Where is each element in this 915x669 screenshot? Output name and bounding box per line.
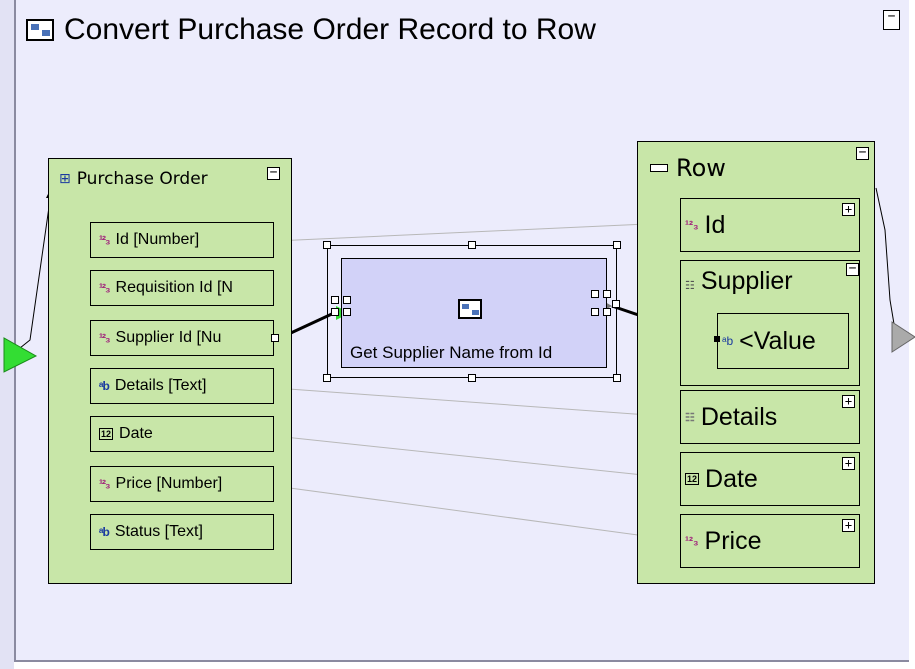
function-output-port-handle[interactable] bbox=[591, 308, 599, 316]
text-list-icon: ☷ bbox=[685, 280, 695, 292]
function-output-port-handle[interactable] bbox=[603, 308, 611, 316]
function-output-port-handle[interactable] bbox=[591, 290, 599, 298]
row-icon bbox=[650, 164, 668, 172]
resize-handle-tr[interactable] bbox=[613, 241, 621, 249]
date-type-icon: 12 bbox=[685, 473, 700, 485]
canvas-collapse-button[interactable]: − bbox=[883, 10, 900, 30]
function-input-port-handle[interactable] bbox=[331, 308, 339, 316]
resize-handle-bc[interactable] bbox=[468, 374, 476, 382]
text-list-icon: ☷ bbox=[685, 411, 695, 424]
left-edge-strip bbox=[0, 0, 14, 669]
input-trigger-icon bbox=[3, 337, 38, 373]
number-type-icon: ¹²₃ bbox=[685, 218, 699, 232]
number-type-icon: ¹²₃ bbox=[99, 233, 111, 247]
expand-button[interactable]: + bbox=[842, 395, 855, 408]
supplier-label: ☷Supplier bbox=[685, 267, 793, 295]
number-type-icon: ¹²₃ bbox=[685, 534, 699, 548]
row-collapse-button[interactable]: − bbox=[856, 146, 869, 160]
expand-button[interactable]: + bbox=[842, 203, 855, 216]
mapping-line-date bbox=[274, 435, 691, 481]
resize-handle-tc[interactable] bbox=[468, 241, 476, 249]
mapping-line-details bbox=[274, 387, 691, 419]
row-field-date[interactable]: 12 Date + bbox=[680, 452, 860, 506]
row-field-price[interactable]: ¹²₃ Price + bbox=[680, 514, 860, 568]
date-type-icon: 12 bbox=[99, 428, 114, 440]
row-field-id[interactable]: ¹²₃ Id + bbox=[680, 198, 860, 252]
supplier-value-input-port[interactable] bbox=[714, 336, 720, 342]
number-type-icon: ¹²₃ bbox=[99, 331, 111, 345]
canvas-title-text: Convert Purchase Order Record to Row bbox=[64, 13, 596, 46]
text-type-icon: ᵃb bbox=[99, 379, 110, 393]
supplier-id-output-port[interactable] bbox=[271, 334, 279, 342]
text-type-icon: ᵃb bbox=[99, 525, 110, 539]
record-icon: ⊞ bbox=[59, 171, 71, 187]
resize-handle-bl[interactable] bbox=[323, 374, 331, 382]
supplier-value-field[interactable]: ᵃb <Value bbox=[717, 313, 849, 369]
output-flow-line bbox=[875, 187, 896, 331]
row-title: Row bbox=[676, 154, 726, 182]
output-trigger-icon bbox=[891, 321, 915, 353]
purchase-order-collapse-button[interactable]: − bbox=[267, 166, 280, 180]
resize-handle-tl[interactable] bbox=[323, 241, 331, 249]
function-output-port-handle[interactable] bbox=[603, 290, 611, 298]
mapping-line-price bbox=[274, 485, 691, 543]
row-field-supplier[interactable]: ☷Supplier − ᵃb <Value bbox=[680, 260, 860, 386]
resize-handle-br[interactable] bbox=[613, 374, 621, 382]
number-type-icon: ¹²₃ bbox=[99, 477, 111, 491]
function-icon bbox=[458, 299, 482, 319]
mapping-line-id bbox=[274, 221, 691, 242]
input-flow-line bbox=[9, 199, 51, 357]
function-node[interactable]: Get Supplier Name from Id bbox=[341, 258, 607, 368]
function-label: Get Supplier Name from Id bbox=[350, 343, 553, 362]
row-panel[interactable]: Row − ¹²₃ Id + ☷Supplier − ᵃb <Value ☷ D… bbox=[637, 141, 875, 584]
composite-map-icon bbox=[26, 19, 54, 41]
purchase-order-title: Purchase Order bbox=[76, 169, 208, 189]
expand-button[interactable]: + bbox=[842, 519, 855, 532]
function-input-port-handle[interactable] bbox=[343, 296, 351, 304]
canvas-title: Convert Purchase Order Record to Row bbox=[26, 8, 596, 52]
number-type-icon: ¹²₃ bbox=[99, 281, 111, 295]
expand-button[interactable]: + bbox=[842, 457, 855, 470]
row-header: Row bbox=[650, 154, 726, 182]
purchase-order-header: ⊞ Purchase Order bbox=[59, 169, 208, 189]
mapping-lines bbox=[274, 221, 691, 543]
function-output-port[interactable] bbox=[612, 300, 620, 308]
function-input-port-handle[interactable] bbox=[343, 308, 351, 316]
row-field-details[interactable]: ☷ Details + bbox=[680, 390, 860, 444]
function-input-port-handle[interactable] bbox=[331, 296, 339, 304]
supplier-collapse-button[interactable]: − bbox=[846, 262, 859, 276]
text-type-icon: ᵃb bbox=[722, 334, 734, 348]
